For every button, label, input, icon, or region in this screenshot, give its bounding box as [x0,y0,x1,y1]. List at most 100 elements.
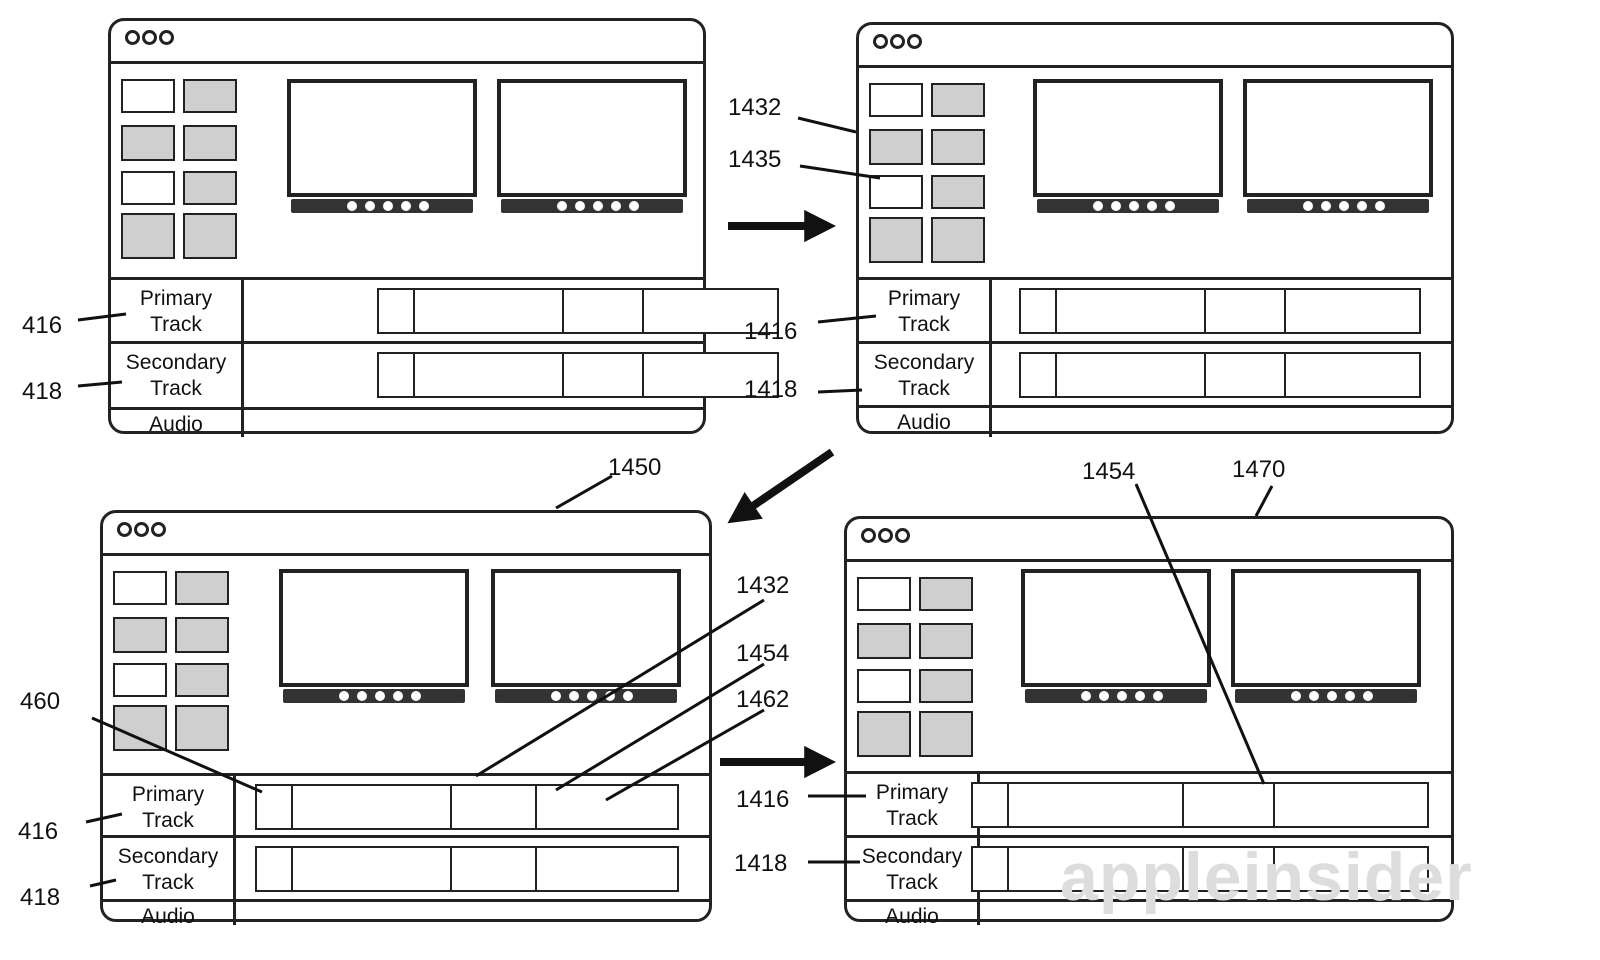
playback-button-icon[interactable] [1303,201,1313,211]
playback-controls[interactable] [291,199,473,213]
playback-controls[interactable] [495,689,677,703]
media-thumbnail[interactable] [919,711,973,757]
playback-button-icon[interactable] [1129,201,1139,211]
playback-button-icon[interactable] [1327,691,1337,701]
playback-button-icon[interactable] [383,201,393,211]
window-control-icon[interactable] [151,522,166,537]
media-thumbnail[interactable] [869,83,923,117]
playback-controls[interactable] [1037,199,1219,213]
window-control-icon[interactable] [134,522,149,537]
playback-button-icon[interactable] [1291,691,1301,701]
playback-button-icon[interactable] [1117,691,1127,701]
media-thumbnail[interactable] [857,711,911,757]
playback-button-icon[interactable] [557,201,567,211]
media-thumbnail[interactable] [183,79,237,113]
playback-controls[interactable] [1025,689,1207,703]
playback-button-icon[interactable] [1147,201,1157,211]
media-thumbnail[interactable] [175,663,229,697]
playback-button-icon[interactable] [375,691,385,701]
playback-button-icon[interactable] [339,691,349,701]
playback-button-icon[interactable] [575,201,585,211]
window-controls[interactable] [873,34,922,49]
playback-controls[interactable] [501,199,683,213]
media-thumbnail[interactable] [919,669,973,703]
playback-button-icon[interactable] [401,201,411,211]
window-controls[interactable] [125,30,174,45]
playback-button-icon[interactable] [393,691,403,701]
window-controls[interactable] [117,522,166,537]
media-thumbnail[interactable] [869,175,923,209]
media-thumbnail[interactable] [121,171,175,205]
playback-button-icon[interactable] [605,691,615,701]
playback-button-icon[interactable] [551,691,561,701]
playback-button-icon[interactable] [1357,201,1367,211]
media-thumbnail[interactable] [857,669,911,703]
playback-button-icon[interactable] [1165,201,1175,211]
media-thumbnail[interactable] [931,129,985,165]
media-thumbnail[interactable] [869,217,923,263]
playback-controls[interactable] [1247,199,1429,213]
playback-button-icon[interactable] [1135,691,1145,701]
media-thumbnail[interactable] [121,125,175,161]
media-thumbnail[interactable] [931,217,985,263]
media-thumbnail[interactable] [183,171,237,205]
playback-button-icon[interactable] [587,691,597,701]
window-control-icon[interactable] [861,528,876,543]
playback-button-icon[interactable] [1081,691,1091,701]
playback-button-icon[interactable] [1375,201,1385,211]
window-control-icon[interactable] [117,522,132,537]
media-thumbnail[interactable] [113,663,167,697]
playback-button-icon[interactable] [611,201,621,211]
window-control-icon[interactable] [895,528,910,543]
media-thumbnail[interactable] [175,705,229,751]
media-thumbnail[interactable] [113,617,167,653]
clip-strip[interactable] [255,846,679,892]
clip-strip[interactable] [255,784,679,830]
clip-strip[interactable] [377,288,779,334]
playback-button-icon[interactable] [593,201,603,211]
media-thumbnail[interactable] [931,175,985,209]
playback-button-icon[interactable] [1339,201,1349,211]
window-control-icon[interactable] [907,34,922,49]
playback-button-icon[interactable] [623,691,633,701]
media-thumbnail[interactable] [121,79,175,113]
media-thumbnail[interactable] [113,571,167,605]
playback-button-icon[interactable] [411,691,421,701]
playback-button-icon[interactable] [1099,691,1109,701]
playback-button-icon[interactable] [1345,691,1355,701]
playback-button-icon[interactable] [569,691,579,701]
playback-button-icon[interactable] [419,201,429,211]
clip-strip[interactable] [1019,352,1421,398]
playback-button-icon[interactable] [1321,201,1331,211]
playback-button-icon[interactable] [1153,691,1163,701]
media-thumbnail[interactable] [175,571,229,605]
playback-button-icon[interactable] [1111,201,1121,211]
playback-button-icon[interactable] [1363,691,1373,701]
media-thumbnail[interactable] [931,83,985,117]
window-control-icon[interactable] [142,30,157,45]
clip-strip[interactable] [377,352,779,398]
media-thumbnail[interactable] [183,125,237,161]
window-controls[interactable] [861,528,910,543]
playback-button-icon[interactable] [1309,691,1319,701]
playback-button-icon[interactable] [629,201,639,211]
window-control-icon[interactable] [878,528,893,543]
window-control-icon[interactable] [890,34,905,49]
media-thumbnail[interactable] [919,623,973,659]
media-thumbnail[interactable] [919,577,973,611]
playback-button-icon[interactable] [347,201,357,211]
playback-controls[interactable] [1235,689,1417,703]
window-control-icon[interactable] [159,30,174,45]
clip-strip[interactable] [1019,288,1421,334]
media-thumbnail[interactable] [175,617,229,653]
media-thumbnail[interactable] [857,623,911,659]
clip-strip[interactable] [971,846,1429,892]
clip-strip[interactable] [971,782,1429,828]
media-thumbnail[interactable] [183,213,237,259]
playback-controls[interactable] [283,689,465,703]
media-thumbnail[interactable] [869,129,923,165]
playback-button-icon[interactable] [357,691,367,701]
media-thumbnail[interactable] [857,577,911,611]
playback-button-icon[interactable] [365,201,375,211]
window-control-icon[interactable] [873,34,888,49]
